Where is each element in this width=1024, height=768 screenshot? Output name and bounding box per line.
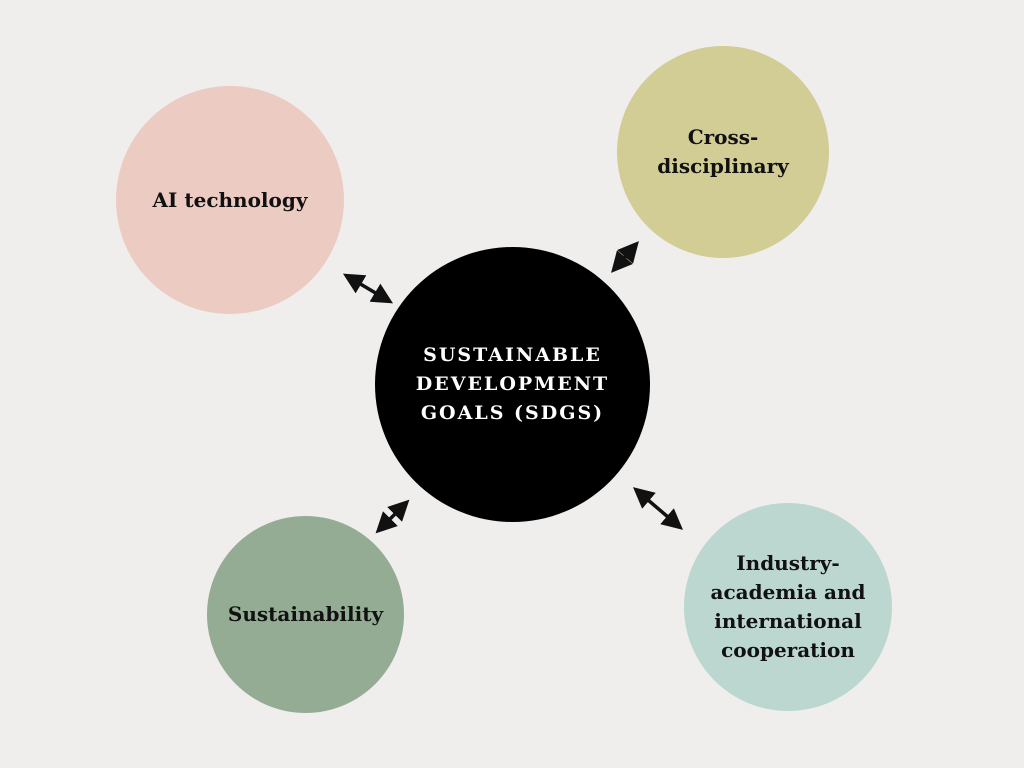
- center-node-label: SUSTAINABLE DEVELOPMENT GOALS (SDGS): [415, 344, 610, 424]
- node-industry-academia-label: Industry-academia and international coop…: [710, 551, 866, 662]
- node-ai-technology-label: AI technology: [152, 187, 308, 212]
- node-sustainability: Sustainability: [207, 516, 404, 713]
- arrow-center-sustainability: [375, 499, 410, 534]
- arrow-center-ai: [342, 273, 394, 304]
- center-node-sdgs: SUSTAINABLE DEVELOPMENT GOALS (SDGS): [375, 247, 650, 522]
- node-sustainability-label: Sustainability: [227, 602, 384, 626]
- arrow-center-cross: [611, 241, 639, 273]
- node-cross-disciplinary: Cross-disciplinary: [617, 46, 829, 258]
- node-cross-disciplinary-label: Cross-disciplinary: [657, 125, 789, 178]
- node-industry-academia: Industry-academia and international coop…: [684, 503, 892, 711]
- arrow-center-industry: [633, 487, 683, 530]
- node-ai-technology: AI technology: [116, 86, 344, 314]
